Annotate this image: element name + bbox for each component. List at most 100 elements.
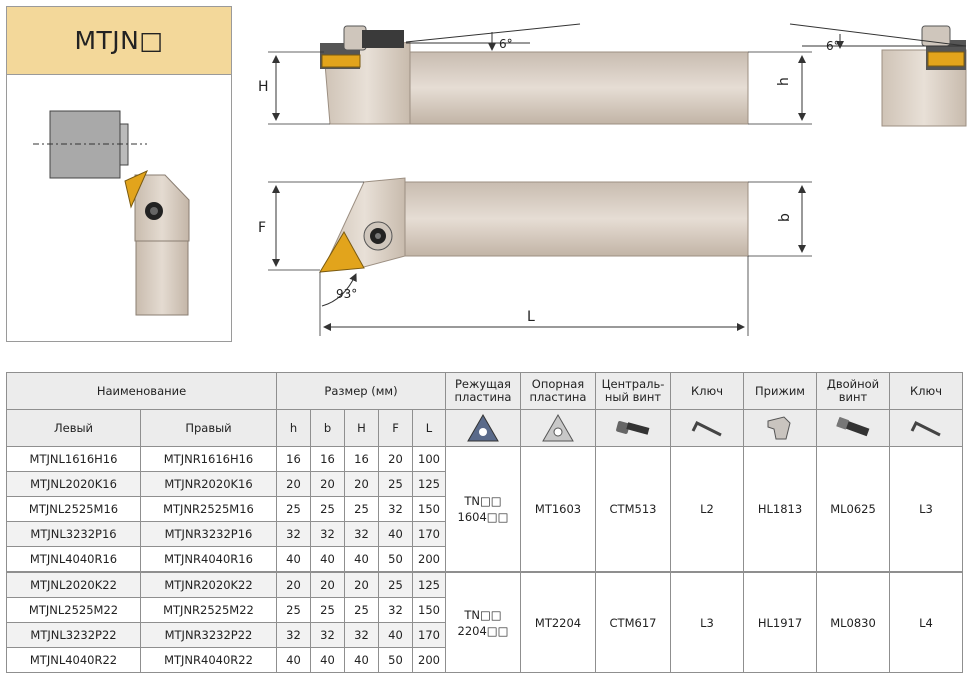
dim-L: 170 bbox=[412, 622, 446, 648]
header-right: Правый bbox=[140, 409, 277, 447]
specification-table: Наименование Размер (мм) Режущая пластин… bbox=[6, 372, 963, 673]
dim-h: 40 bbox=[276, 647, 311, 673]
right-code: MTJNR3232P22 bbox=[140, 622, 277, 648]
dim-b: 16 bbox=[310, 446, 345, 472]
dim-F: 50 bbox=[378, 647, 413, 673]
side-view: 6° H h bbox=[258, 23, 812, 125]
dim-b: 32 bbox=[310, 521, 345, 547]
table-row: MTJNL2525M16 MTJNR2525M16 25 25 25 32 15… bbox=[6, 496, 963, 522]
dim-F: 32 bbox=[378, 597, 413, 623]
dim-F: 20 bbox=[378, 446, 413, 472]
header-clamp: Прижим bbox=[743, 372, 817, 410]
dim-L: 125 bbox=[412, 471, 446, 497]
dim-L: 200 bbox=[412, 546, 446, 573]
end-view: 6° bbox=[789, 23, 967, 127]
header-F: F bbox=[378, 409, 413, 447]
product-code-title: MTJN□ bbox=[7, 7, 231, 75]
dim-L: 200 bbox=[412, 647, 446, 673]
dim-h: 40 bbox=[276, 546, 311, 573]
triangle-insert-icon bbox=[445, 409, 521, 447]
right-code: MTJNR1616H16 bbox=[140, 446, 277, 472]
table-row: MTJNL2020K22 MTJNR2020K22 20 20 20 25 12… bbox=[6, 571, 963, 673]
dim-F: 50 bbox=[378, 546, 413, 573]
center-screw-code: CTM617 bbox=[595, 571, 671, 673]
header-L: L bbox=[412, 409, 446, 447]
table-row: MTJNL4040R22 MTJNR4040R22 40 40 40 50 20… bbox=[6, 647, 963, 673]
right-code: MTJNR2525M22 bbox=[140, 597, 277, 623]
shim-code: MT1603 bbox=[520, 446, 596, 573]
header-b: b bbox=[310, 409, 345, 447]
angle-label-top-right: 6° bbox=[826, 39, 840, 53]
dim-h: 20 bbox=[276, 571, 311, 598]
schematic-diagram bbox=[33, 110, 190, 316]
dim-H: 25 bbox=[344, 496, 379, 522]
dim-L: 150 bbox=[412, 597, 446, 623]
dim-H: 16 bbox=[344, 446, 379, 472]
dim-b: 20 bbox=[310, 471, 345, 497]
table-row: MTJNL2525M22 MTJNR2525M22 25 25 25 32 15… bbox=[6, 597, 963, 623]
key-1-code: L3 bbox=[670, 571, 744, 673]
header-key-1: Ключ bbox=[670, 372, 744, 410]
header-double-screw: Двойной винт bbox=[816, 372, 890, 410]
dim-h: 32 bbox=[276, 521, 311, 547]
table-row: MTJNL2020K16 MTJNR2020K16 20 20 20 25 12… bbox=[6, 471, 963, 497]
clamp-code: HL1917 bbox=[743, 571, 817, 673]
shim-plate-icon bbox=[520, 409, 596, 447]
header-insert: Режущая пластина bbox=[445, 372, 521, 410]
right-code: MTJNR4040R16 bbox=[140, 546, 277, 573]
table-row: MTJNL1616H16 MTJNR1616H16 16 16 16 20 10… bbox=[6, 446, 963, 573]
dim-F: 40 bbox=[378, 622, 413, 648]
left-code: MTJNL2525M16 bbox=[6, 496, 141, 522]
center-screw-code: CTM513 bbox=[595, 446, 671, 573]
left-code: MTJNL4040R16 bbox=[6, 546, 141, 573]
center-screw-icon bbox=[595, 409, 671, 447]
double-screw-code: ML0625 bbox=[816, 446, 890, 573]
dim-b: 25 bbox=[310, 597, 345, 623]
dim-H: 25 bbox=[344, 597, 379, 623]
left-code: MTJNL4040R22 bbox=[6, 647, 141, 673]
clamp-code: HL1813 bbox=[743, 446, 817, 573]
key-2-code: L3 bbox=[889, 446, 963, 573]
dim-H: 40 bbox=[344, 647, 379, 673]
table-row: MTJNL3232P22 MTJNR3232P22 32 32 32 40 17… bbox=[6, 622, 963, 648]
dim-H-label: H bbox=[258, 79, 269, 95]
right-code: MTJNR2525M16 bbox=[140, 496, 277, 522]
left-code: MTJNL1616H16 bbox=[6, 446, 141, 472]
clamp-icon bbox=[743, 409, 817, 447]
plan-view: F b 93° L bbox=[258, 177, 812, 336]
left-code: MTJNL2020K16 bbox=[6, 471, 141, 497]
dim-H: 20 bbox=[344, 571, 379, 598]
dim-L: 170 bbox=[412, 521, 446, 547]
left-code: MTJNL2020K22 bbox=[6, 571, 141, 598]
header-shim: Опорная пластина bbox=[520, 372, 596, 410]
shim-code: MT2204 bbox=[520, 571, 596, 673]
dim-h: 20 bbox=[276, 471, 311, 497]
dim-H: 32 bbox=[344, 521, 379, 547]
dim-F: 40 bbox=[378, 521, 413, 547]
dim-h: 32 bbox=[276, 622, 311, 648]
header-name: Наименование bbox=[6, 372, 277, 410]
dim-b: 25 bbox=[310, 496, 345, 522]
dim-F: 32 bbox=[378, 496, 413, 522]
dim-b: 32 bbox=[310, 622, 345, 648]
insert-code: TN□□2204□□ bbox=[445, 571, 521, 673]
right-code: MTJNR3232P16 bbox=[140, 521, 277, 547]
dim-L: 100 bbox=[412, 446, 446, 472]
double-screw-icon bbox=[816, 409, 890, 447]
key-1-code: L2 bbox=[670, 446, 744, 573]
angle-label-top-left: 6° bbox=[499, 37, 513, 51]
dim-H: 40 bbox=[344, 546, 379, 573]
dim-F: 25 bbox=[378, 471, 413, 497]
key-2-code: L4 bbox=[889, 571, 963, 673]
dim-L: 150 bbox=[412, 496, 446, 522]
insert-code: TN□□1604□□ bbox=[445, 446, 521, 573]
dim-h: 16 bbox=[276, 446, 311, 472]
hex-key-icon bbox=[670, 409, 744, 447]
dim-L: 125 bbox=[412, 571, 446, 598]
title-panel: MTJN□ bbox=[6, 6, 232, 342]
dim-b: 20 bbox=[310, 571, 345, 598]
header-center-screw: Централь-ный винт bbox=[595, 372, 671, 410]
double-screw-code: ML0830 bbox=[816, 571, 890, 673]
dim-H: 32 bbox=[344, 622, 379, 648]
dim-F: 25 bbox=[378, 571, 413, 598]
